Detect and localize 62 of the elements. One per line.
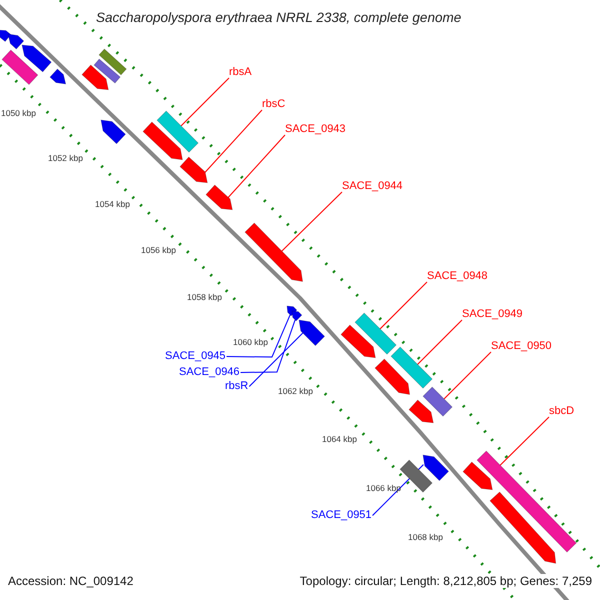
gene-feature xyxy=(50,68,66,84)
gene-feature xyxy=(292,310,302,322)
position-label: 1056 kbp xyxy=(141,245,176,255)
position-label: 1060 kbp xyxy=(233,337,268,347)
gene-feature xyxy=(462,462,492,490)
leader-line xyxy=(500,416,550,466)
gene-feature xyxy=(374,359,410,396)
position-label: 1064 kbp xyxy=(322,434,357,444)
leader-line xyxy=(240,319,296,373)
gene-feature xyxy=(205,184,232,210)
gene-feature xyxy=(422,454,450,482)
position-label: 1062 kbp xyxy=(278,386,313,396)
gene-feature xyxy=(298,320,326,346)
footer-text: Accession: NC_009142 xyxy=(8,574,134,588)
gene-feature xyxy=(400,460,433,493)
gene-feature xyxy=(0,30,12,42)
gene-label: SACE_0943 xyxy=(285,123,346,136)
gene-label: sbcD xyxy=(549,405,574,418)
gene-feature xyxy=(408,400,434,424)
gene-feature xyxy=(244,223,304,282)
leader-line xyxy=(180,78,230,126)
gene-feature xyxy=(81,64,108,90)
gene-feature xyxy=(422,386,453,417)
gene-label: SACE_0950 xyxy=(491,340,552,353)
gene-feature xyxy=(142,122,182,160)
diagram-title: Saccharopolyspora erythraea NRRL 2338, complete genome xyxy=(96,10,462,25)
position-label: 1052 kbp xyxy=(48,153,83,163)
gene-feature xyxy=(476,451,578,553)
leader-line xyxy=(204,110,262,173)
gene-label: SACE_0948 xyxy=(427,270,488,283)
leader-line xyxy=(417,320,462,365)
leader-line xyxy=(228,134,286,198)
gene-feature xyxy=(94,58,122,84)
gene-feature xyxy=(179,156,208,184)
gene-label: SACE_0946 xyxy=(179,366,240,379)
gene-label: SACE_0945 xyxy=(165,350,226,363)
gene-label: SACE_0949 xyxy=(462,308,523,321)
position-label: 1066 kbp xyxy=(366,483,401,493)
position-label: 1058 kbp xyxy=(187,292,222,302)
leader-line xyxy=(281,192,342,252)
gene-feature xyxy=(98,48,128,76)
gene-feature xyxy=(1,50,38,86)
gene-label: rbsR xyxy=(225,380,248,393)
gene-feature xyxy=(100,120,126,144)
leader-line xyxy=(248,332,304,387)
position-label: 1068 kbp xyxy=(408,532,443,542)
leader-line xyxy=(226,314,291,358)
position-label: 1050 kbp xyxy=(1,108,36,118)
gene-label: rbsC xyxy=(262,98,286,111)
position-label: 1054 kbp xyxy=(95,199,130,209)
gene-label: rbsA xyxy=(229,66,252,79)
leader-line xyxy=(444,352,492,400)
gene-label: SACE_0944 xyxy=(342,180,403,193)
gene-feature xyxy=(354,312,397,355)
gene-feature xyxy=(22,44,52,72)
leader-line xyxy=(380,282,428,330)
gene-feature xyxy=(156,110,199,153)
gene-feature xyxy=(390,346,433,389)
gene-feature xyxy=(340,324,376,358)
gene-feature xyxy=(490,491,556,564)
gene-label: SACE_0951 xyxy=(311,509,372,522)
footer-text: Topology: circular; Length: 8,212,805 bp; Genes: 7,259 xyxy=(300,574,592,588)
